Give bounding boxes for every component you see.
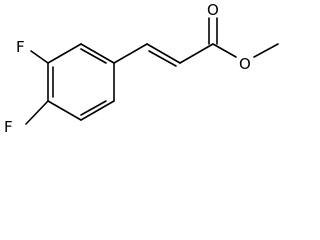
ring-bond-c5-c6 bbox=[80, 100, 115, 121]
ring-bond-c1-c2 bbox=[80, 43, 115, 64]
ring-bond-c2-c3 bbox=[47, 43, 82, 64]
ring-bond-c4-c5 bbox=[47, 100, 82, 121]
chemical-structure-diagram: F F O O bbox=[4, 1, 279, 136]
alkene-double-bond-outer bbox=[146, 43, 181, 64]
bond-ester-oxygen-methyl bbox=[253, 43, 279, 58]
propenoate-chain bbox=[113, 17, 279, 67]
alkene-double-bond-inner bbox=[148, 50, 177, 67]
ring-inner-double-c1-c2 bbox=[80, 48, 107, 64]
carbonyl-oxygen-label: O bbox=[207, 1, 219, 19]
benzene-ring bbox=[47, 43, 115, 121]
ring-inner-double-c5-c6 bbox=[80, 100, 107, 116]
bond-ring-alkene bbox=[113, 43, 148, 64]
fluorine-label-3: F bbox=[16, 38, 25, 56]
fluorine-label-4: F bbox=[4, 118, 13, 136]
ester-oxygen-label: O bbox=[239, 55, 251, 73]
bond-c3-f bbox=[30, 50, 49, 64]
bond-c4-f bbox=[25, 100, 49, 125]
bond-carbonyl-ester-oxygen bbox=[212, 43, 237, 58]
bond-alkene-carbonyl bbox=[179, 43, 214, 64]
